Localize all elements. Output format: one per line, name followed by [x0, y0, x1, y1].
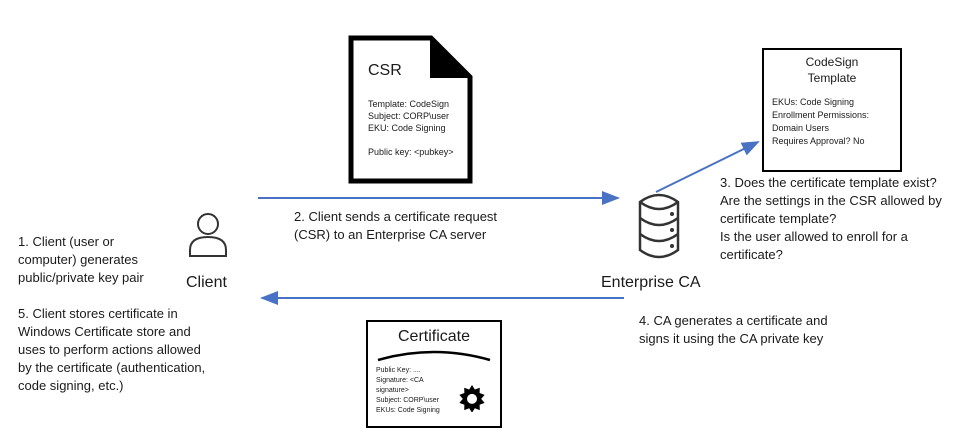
- database-icon: [638, 193, 680, 259]
- template-details: EKUs: Code Signing Enrollment Permission…: [772, 97, 870, 146]
- step4-text: 4. CA generates a certificate and signs …: [639, 313, 828, 346]
- client-person-icon: [189, 213, 227, 257]
- client-label: Client: [186, 274, 227, 291]
- step2-text: 2. Client sends a certificate request (C…: [294, 209, 498, 242]
- certificate-title: Certificate: [397, 328, 471, 345]
- step1-text: 1. Client (user or computer) generates p…: [18, 234, 144, 285]
- csr-document-icon: [348, 35, 473, 184]
- step3-text: 3. Does the certificate template exist? …: [720, 175, 942, 262]
- csr-title: CSR: [368, 62, 402, 79]
- enterprise-ca-label: Enterprise CA: [601, 274, 701, 291]
- certificate-details: Public Key: .... Signature: <CA signatur…: [376, 367, 440, 414]
- certificate-arc: [377, 350, 491, 362]
- template-check-arrow: [655, 141, 760, 193]
- template-title: CodeSign Template: [805, 55, 859, 85]
- codesign-template-card: [762, 48, 902, 172]
- certificate-card: [366, 320, 502, 428]
- certificate-seal-icon: [459, 385, 485, 412]
- csr-details: Template: CodeSign Subject: CORP\user EK…: [368, 99, 454, 157]
- step5-text: 5. Client stores certificate in Windows …: [18, 306, 206, 393]
